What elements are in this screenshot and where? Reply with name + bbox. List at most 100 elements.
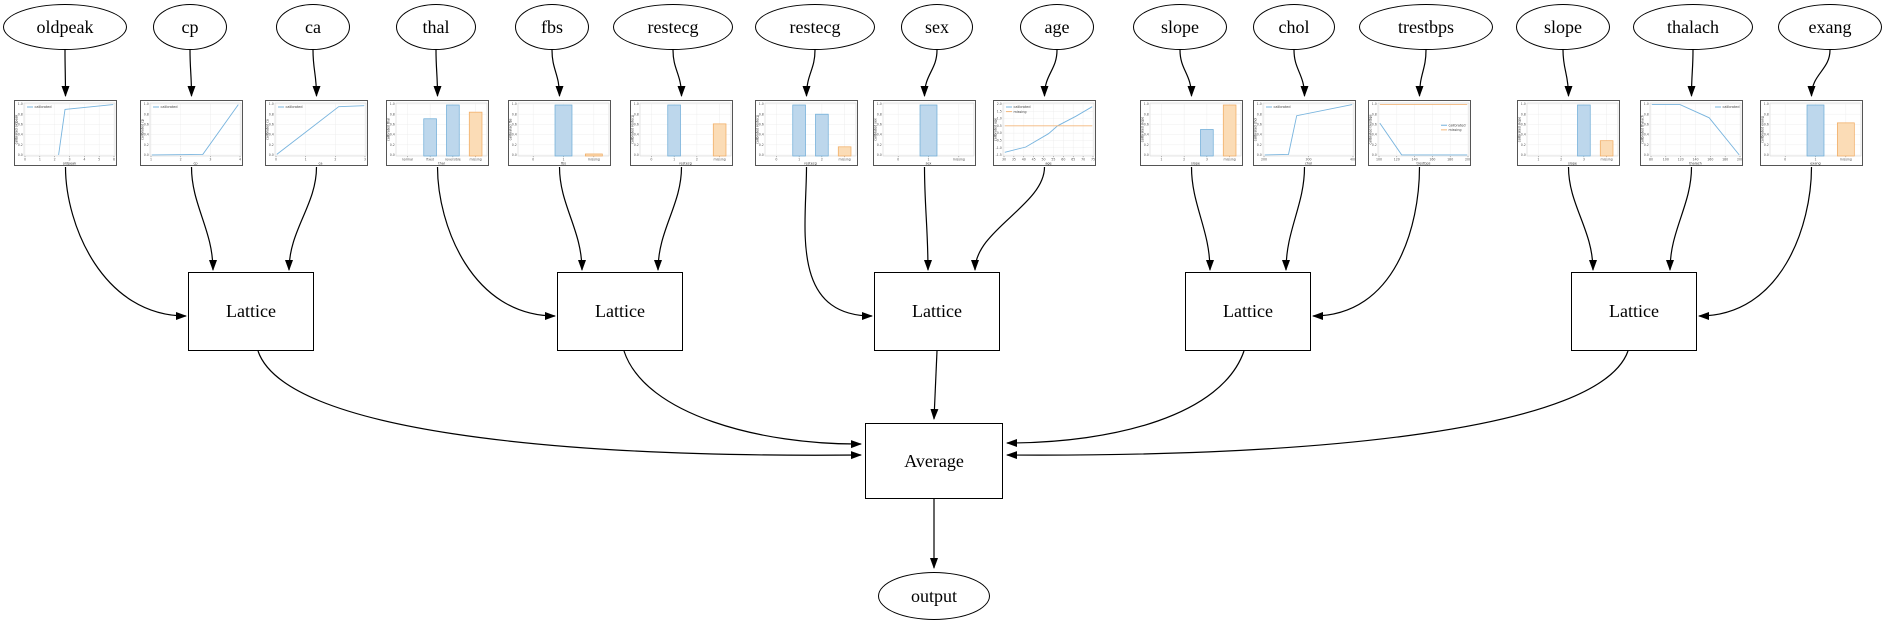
x-tick-label: missing xyxy=(588,157,600,161)
x-tick-label: missing xyxy=(839,157,851,161)
y-axis-title: calibrated restecg xyxy=(756,115,760,144)
legend-entry: calibrated xyxy=(1449,123,1466,127)
y-axis-title: calibrated exang xyxy=(1761,116,1765,143)
lattice-label: Lattice xyxy=(1223,301,1273,321)
lattice-box-2: Lattice xyxy=(557,272,683,351)
x-tick-label: 140 xyxy=(1692,157,1698,161)
lattice-box-5: Lattice xyxy=(1571,272,1697,351)
bar-fixed xyxy=(423,118,437,157)
x-tick-label: 75 xyxy=(1091,157,1095,161)
feature-label: chol xyxy=(1278,16,1310,37)
y-tick-label: 0.6 xyxy=(1257,123,1262,127)
edge-lattice-2-to-average xyxy=(623,350,862,449)
y-axis-title: calibrated ca xyxy=(266,119,270,140)
feature-label: trestbps xyxy=(1398,16,1454,37)
y-tick-label: 0.0 xyxy=(512,153,517,157)
y-axis-title: calibrated slope xyxy=(1141,117,1145,143)
x-tick-label: 0 xyxy=(775,157,777,161)
x-tick-label: 140 xyxy=(1412,157,1418,161)
edge-chart-slope-to-lattice-5 xyxy=(1567,166,1597,271)
bar-missing xyxy=(837,146,852,157)
x-tick-label: 120 xyxy=(1678,157,1684,161)
feature-ellipse-thal-3: thal xyxy=(396,4,476,50)
x-tick-label: 0 xyxy=(24,157,26,161)
y-axis-title: calibrated slope xyxy=(1518,117,1522,143)
y-tick-label: -1.0 xyxy=(996,146,1002,150)
y-tick-label: 0.4 xyxy=(1764,133,1769,137)
x-axis-title: sex xyxy=(926,162,932,166)
edge-restecg-to-chart xyxy=(672,49,686,97)
y-tick-label: 0.0 xyxy=(877,153,882,157)
x-tick-label: 70 xyxy=(1081,157,1085,161)
x-tick-label: missing xyxy=(1601,157,1613,161)
y-axis-title: calibrated restecg xyxy=(631,115,635,144)
x-tick-label: 2 xyxy=(696,157,698,161)
x-tick-label: 0 xyxy=(897,157,899,161)
x-tick-label: 0 xyxy=(650,157,652,161)
edge-chart-cp-to-lattice-1 xyxy=(190,166,217,271)
y-tick-label: 0.2 xyxy=(1521,143,1526,147)
x-tick-label: 3 xyxy=(1206,157,1208,161)
bar-missing xyxy=(712,123,727,157)
feature-ellipse-chol-10: chol xyxy=(1253,4,1335,50)
x-tick-label: 100 xyxy=(1376,157,1382,161)
lattice-box-4: Lattice xyxy=(1185,272,1311,351)
edge-lattice-4-to-average xyxy=(1006,350,1245,447)
y-axis-title: calibrated sex xyxy=(874,118,878,141)
y-tick-label: 0.6 xyxy=(759,123,764,127)
edge-chart-oldpeak-to-lattice-1 xyxy=(64,166,187,320)
x-tick-label: 1 xyxy=(1537,157,1539,161)
x-tick-label: missing xyxy=(470,157,482,161)
y-tick-label: 0.0 xyxy=(269,153,274,157)
y-tick-label: 0.6 xyxy=(1764,123,1769,127)
edge-sex-to-chart xyxy=(920,49,938,97)
feature-ellipse-oldpeak-0: oldpeak xyxy=(3,4,127,50)
lattice-label: Lattice xyxy=(226,301,276,321)
bar-2 xyxy=(815,113,829,157)
feature-label: slope xyxy=(1161,16,1199,37)
legend-entry: calibrated xyxy=(161,105,178,109)
y-tick-label: 0.2 xyxy=(390,143,395,147)
x-tick-label: 1 xyxy=(562,157,564,161)
y-tick-label: 0.0 xyxy=(390,153,395,157)
edge-thalach-to-chart xyxy=(1687,49,1696,97)
x-tick-label: 2 xyxy=(1183,157,1185,161)
legend-entry: calibrated xyxy=(286,105,303,109)
x-tick-label: 5 xyxy=(98,157,100,161)
x-axis-title: thalach xyxy=(1689,162,1702,166)
x-tick-label: 1 xyxy=(39,157,41,161)
edge-chart-ca-to-lattice-1 xyxy=(285,166,318,271)
edge-cp-to-chart xyxy=(187,49,196,97)
y-tick-label: 1.0 xyxy=(877,102,882,106)
y-tick-label: 0.4 xyxy=(1144,133,1149,137)
y-tick-label: 0.4 xyxy=(1257,133,1262,137)
edge-lattice-5-to-average xyxy=(1006,350,1629,460)
y-tick-label: 0.0 xyxy=(18,153,23,157)
y-tick-label: 0.2 xyxy=(18,143,23,147)
x-tick-label: 3 xyxy=(364,157,366,161)
y-axis-title: calibrated thalach xyxy=(1641,115,1645,144)
x-tick-label: 50 xyxy=(1042,157,1046,161)
output-ellipse: output xyxy=(878,572,990,620)
bar-missing xyxy=(584,153,603,157)
lattice-label: Lattice xyxy=(1609,301,1659,321)
feature-label: restecg xyxy=(647,16,699,37)
feature-ellipse-cp-1: cp xyxy=(153,4,227,50)
legend-entry: calibrated xyxy=(1723,105,1740,109)
x-tick-label: 35 xyxy=(1012,157,1016,161)
y-tick-label: 0.8 xyxy=(877,112,882,116)
x-tick-label: 180 xyxy=(1447,157,1453,161)
y-tick-label: 1.0 xyxy=(634,102,639,106)
y-tick-label: -1.5 xyxy=(996,153,1002,157)
bar-3 xyxy=(1577,104,1591,157)
y-tick-label: 0.8 xyxy=(512,112,517,116)
x-tick-label: 1 xyxy=(798,157,800,161)
